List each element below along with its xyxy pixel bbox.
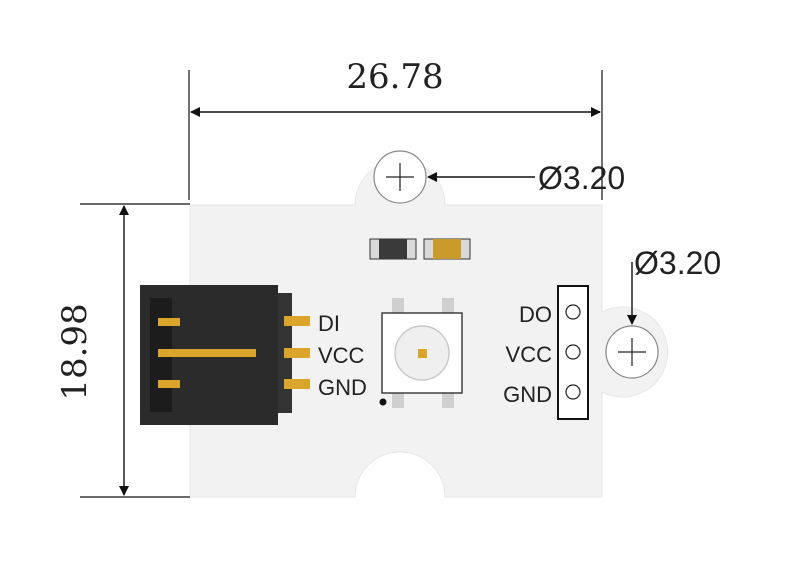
capacitor-component	[423, 238, 471, 260]
rgb-led	[381, 298, 463, 408]
left-pin-di: DI	[318, 311, 340, 336]
width-dimension	[188, 70, 603, 200]
mounting-hole-top	[373, 150, 427, 204]
height-dimension	[80, 203, 190, 498]
left-pin-vcc: VCC	[318, 343, 365, 368]
left-connector	[140, 285, 310, 425]
width-value: 26.78	[346, 57, 443, 97]
pin1-marker-dot	[379, 398, 387, 406]
right-pin-do: DO	[519, 302, 552, 327]
right-pin-vcc: VCC	[506, 342, 553, 367]
right-pin-gnd: GND	[503, 382, 552, 407]
resistor-component	[369, 238, 417, 260]
height-value: 18.98	[55, 303, 95, 400]
left-pin-gnd: GND	[318, 375, 367, 400]
right-header	[557, 285, 589, 420]
top-hole-diameter: Ø3.20	[538, 160, 625, 196]
right-hole-diameter: Ø3.20	[634, 245, 721, 281]
mounting-hole-right	[605, 325, 659, 379]
